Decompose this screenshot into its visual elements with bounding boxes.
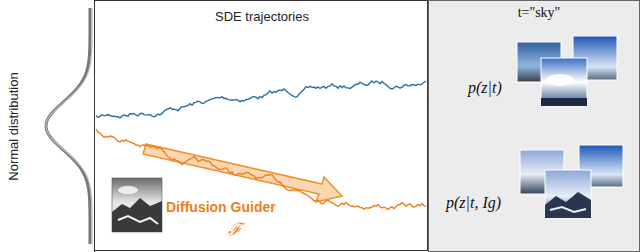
axis-label: Normal distribution: [6, 72, 21, 180]
distribution-label: p(z|t): [468, 79, 502, 97]
guider-symbol: ℱ: [228, 217, 242, 240]
panel-title: t="sky": [518, 5, 561, 21]
distribution-label: p(z|t, Ig): [446, 194, 501, 212]
panel-title: SDE trajectories: [215, 9, 309, 24]
guider-label: Diffusion Guider: [166, 199, 276, 215]
panel: Normal distribution: [0, 0, 94, 252]
panel: t="sky": [428, 0, 640, 252]
